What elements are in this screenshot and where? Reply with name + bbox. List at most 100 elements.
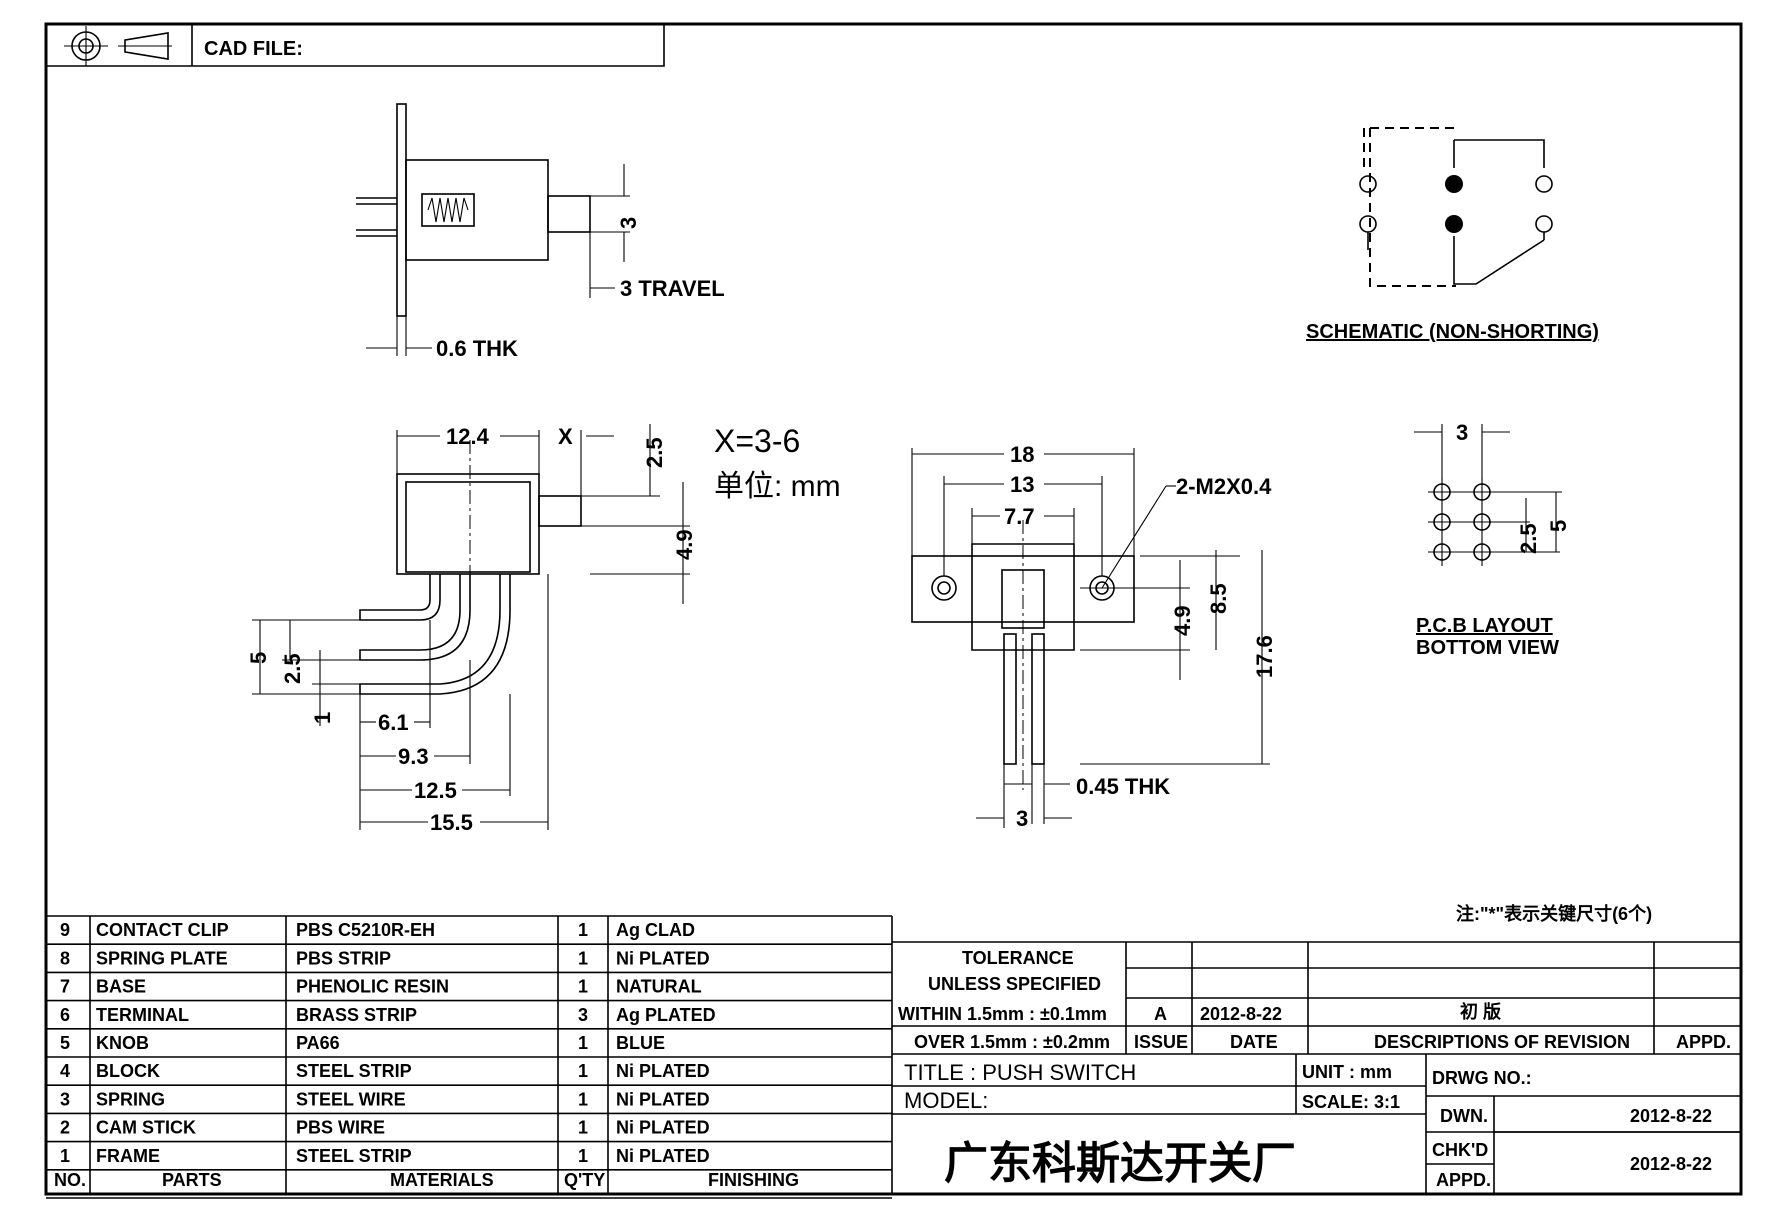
parts-cell-part: BLOCK bbox=[96, 1061, 160, 1081]
dim-end-3: 3 bbox=[1016, 806, 1028, 831]
parts-cell-qty: 1 bbox=[578, 1033, 588, 1053]
parts-cell-finish: Ni PLATED bbox=[616, 1118, 710, 1138]
parts-cell-qty: 1 bbox=[578, 920, 588, 940]
table-row: 2 CAM STICK PBS WIRE 1 Ni PLATED bbox=[60, 1118, 710, 1138]
parts-cell-no: 6 bbox=[60, 1005, 70, 1025]
parts-cell-material: PA66 bbox=[296, 1033, 340, 1053]
parts-cell-qty: 1 bbox=[578, 1061, 588, 1081]
dim-front-12-5: 12.5 bbox=[414, 778, 457, 803]
parts-cell-part: CAM STICK bbox=[96, 1118, 196, 1138]
company-name: 广东科斯达开关厂 bbox=[944, 1139, 1296, 1188]
dim-end-thk: 0.45 THK bbox=[1076, 774, 1170, 799]
parts-cell-finish: Ni PLATED bbox=[616, 1061, 710, 1081]
parts-cell-qty: 1 bbox=[578, 1118, 588, 1138]
approved-label: APPD. bbox=[1436, 1170, 1491, 1190]
dim-front-15-5: 15.5 bbox=[430, 810, 473, 835]
dim-end-4-9: 4.9 bbox=[1170, 605, 1195, 636]
parts-cell-finish: Ni PLATED bbox=[616, 1089, 710, 1109]
parts-cell-finish: Ni PLATED bbox=[616, 1146, 710, 1166]
schematic: SCHEMATIC (NON-SHORTING) bbox=[1306, 127, 1599, 343]
parts-cell-no: 3 bbox=[60, 1089, 70, 1109]
unit-label: UNIT : mm bbox=[1302, 1062, 1392, 1082]
cad-file-label: CAD FILE: bbox=[204, 38, 303, 60]
parts-cell-no: 8 bbox=[60, 948, 70, 968]
revision-col-appd: APPD. bbox=[1676, 1032, 1731, 1052]
revision-col-issue: ISSUE bbox=[1134, 1032, 1188, 1052]
parts-cell-part: FRAME bbox=[96, 1146, 160, 1166]
title-block: TOLERANCE UNLESS SPECIFIED WITHIN 1.5mm … bbox=[892, 941, 1741, 1194]
parts-cell-part: BASE bbox=[96, 977, 146, 997]
schematic-terminal-open bbox=[1359, 215, 1377, 233]
header-box: CAD FILE: bbox=[46, 24, 665, 67]
checked-date: 2012-8-22 bbox=[1630, 1154, 1712, 1174]
dim-side-travel: 3 TRAVEL bbox=[620, 276, 725, 301]
drawing-title: TITLE : PUSH SWITCH bbox=[904, 1060, 1136, 1085]
parts-cell-finish: Ag PLATED bbox=[616, 1005, 716, 1025]
parts-cell-no: 1 bbox=[60, 1146, 70, 1166]
dim-front-2-5: 2.5 bbox=[642, 437, 667, 468]
tolerance-unless: UNLESS SPECIFIED bbox=[928, 974, 1101, 994]
parts-cell-no: 4 bbox=[60, 1061, 70, 1081]
tolerance-over: OVER 1.5mm : ±0.2mm bbox=[914, 1032, 1110, 1052]
parts-cell-qty: 1 bbox=[578, 1146, 588, 1166]
parts-cell-qty: 1 bbox=[578, 948, 588, 968]
parts-header-qty: Q'TY bbox=[564, 1170, 605, 1190]
dim-pcb-5: 5 bbox=[1546, 520, 1571, 532]
parts-cell-qty: 3 bbox=[578, 1005, 588, 1025]
dim-front-4-9: 4.9 bbox=[672, 529, 697, 560]
dim-end-8-5: 8.5 bbox=[1206, 583, 1231, 614]
schematic-terminal-common bbox=[1445, 175, 1463, 193]
dim-end-7-7: 7.7 bbox=[1004, 504, 1035, 529]
key-dimension-note: 注:"*"表示关键尺寸(6个) bbox=[1456, 903, 1652, 924]
table-row: 4 BLOCK STEEL STRIP 1 Ni PLATED bbox=[60, 1061, 710, 1081]
schematic-terminal-open bbox=[1535, 175, 1553, 193]
pcb-hole-grid bbox=[1428, 478, 1560, 566]
dim-pcb-2-5: 2.5 bbox=[1516, 523, 1541, 554]
model-label: MODEL: bbox=[904, 1088, 988, 1113]
dim-pcb-3: 3 bbox=[1456, 420, 1468, 445]
parts-cell-part: SPRING PLATE bbox=[96, 948, 228, 968]
revision-description: 初 版 bbox=[1460, 1001, 1501, 1022]
tolerance-label: TOLERANCE bbox=[962, 948, 1074, 968]
parts-cell-no: 2 bbox=[60, 1118, 70, 1138]
schematic-terminal-open bbox=[1359, 175, 1377, 193]
parts-cell-material: STEEL STRIP bbox=[296, 1061, 412, 1081]
parts-cell-no: 5 bbox=[60, 1033, 70, 1053]
dim-front-5: 5 bbox=[246, 652, 271, 664]
table-row: 5 KNOB PA66 1 BLUE bbox=[60, 1033, 665, 1053]
tolerance-within: WITHIN 1.5mm : ±0.1mm bbox=[898, 1004, 1107, 1024]
parts-cell-qty: 1 bbox=[578, 977, 588, 997]
parts-cell-finish: BLUE bbox=[616, 1033, 665, 1053]
side-view: 3 3 TRAVEL 0.6 THK bbox=[356, 103, 725, 361]
parts-cell-part: KNOB bbox=[96, 1033, 149, 1053]
parts-header-no: NO. bbox=[54, 1170, 86, 1190]
dim-front-1: 1 bbox=[310, 712, 335, 724]
revision-date: 2012-8-22 bbox=[1200, 1004, 1282, 1024]
parts-cell-material: PBS WIRE bbox=[296, 1118, 385, 1138]
schematic-terminal-common bbox=[1445, 215, 1463, 233]
parts-cell-qty: 1 bbox=[578, 1089, 588, 1109]
dim-end-screw: 2-M2X0.4 bbox=[1176, 474, 1272, 499]
parts-cell-material: PBS C5210R-EH bbox=[296, 920, 435, 940]
dim-front-2-5b: 2.5 bbox=[280, 653, 305, 684]
revision-issue: A bbox=[1154, 1004, 1167, 1024]
dim-front-x: X bbox=[558, 424, 573, 449]
dim-end-17-6: 17.6 bbox=[1252, 635, 1277, 678]
parts-cell-finish: NATURAL bbox=[616, 977, 702, 997]
projection-symbol-icon bbox=[64, 26, 172, 66]
end-view: 18 13 7.7 2-M2X0.4 4.9 8.5 17.6 0.45 THK bbox=[911, 442, 1277, 831]
parts-cell-finish: Ag CLAD bbox=[616, 920, 695, 940]
revision-col-desc: DESCRIPTIONS OF REVISION bbox=[1374, 1032, 1630, 1052]
schematic-terminal-open bbox=[1535, 215, 1553, 233]
parts-cell-material: PHENOLIC RESIN bbox=[296, 977, 449, 997]
pcb-caption-1: P.C.B LAYOUT bbox=[1416, 615, 1553, 637]
dim-front-9-3: 9.3 bbox=[398, 744, 429, 769]
parts-cell-part: TERMINAL bbox=[96, 1005, 189, 1025]
parts-cell-part: SPRING bbox=[96, 1089, 165, 1109]
